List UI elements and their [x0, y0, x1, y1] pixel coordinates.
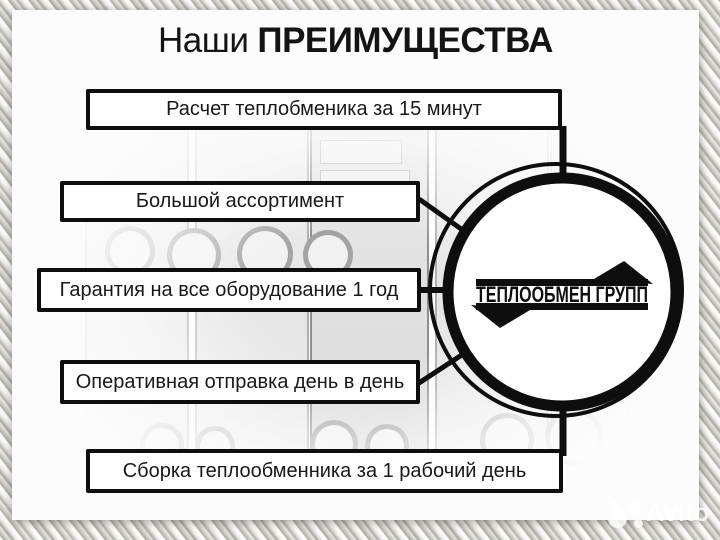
advantage-box-assembly: Сборка теплообменника за 1 рабочий день	[86, 449, 563, 493]
advantage-label: Гарантия на все оборудование 1 год	[59, 278, 399, 301]
arrow-left-icon	[471, 305, 530, 328]
company-logo-circle	[442, 172, 682, 412]
arrow-right-icon	[594, 261, 653, 284]
avito-watermark: Avito	[594, 494, 720, 538]
advantage-label: Большой ассортимент	[135, 190, 345, 212]
advantage-box-calculation: Расчет теплобменика за 15 минут	[86, 89, 562, 130]
advantage-label: Оперативная отправка день в день	[75, 370, 405, 393]
avito-logo-icon	[608, 509, 627, 528]
company-name: ТЕПЛООБМЕН ГРУПП	[476, 282, 648, 307]
advantage-box-shipping: Оперативная отправка день в день	[60, 360, 420, 404]
title-prefix: Наши	[158, 21, 249, 60]
avito-logo-icon	[610, 501, 619, 510]
logo-top-bar	[476, 279, 648, 286]
avito-logo-icon	[634, 519, 643, 528]
avito-logo-icon	[627, 502, 641, 516]
logo-outer-ring	[428, 162, 684, 418]
advantage-box-warranty: Гарантия на все оборудование 1 год	[37, 268, 421, 312]
title-emphasis: ПРЕИМУЩЕСТВА	[257, 21, 553, 60]
company-logo: ТЕПЛООБМЕН ГРУПП	[471, 261, 653, 328]
logo-bottom-bar	[476, 303, 648, 310]
advantage-label: Сборка теплообменника за 1 рабочий день	[122, 459, 527, 482]
avito-watermark-text: Avito	[646, 499, 711, 527]
advantage-label: Расчет теплобменика за 15 минут	[166, 98, 482, 120]
advantage-box-assortment: Большой ассортимент	[60, 181, 420, 222]
